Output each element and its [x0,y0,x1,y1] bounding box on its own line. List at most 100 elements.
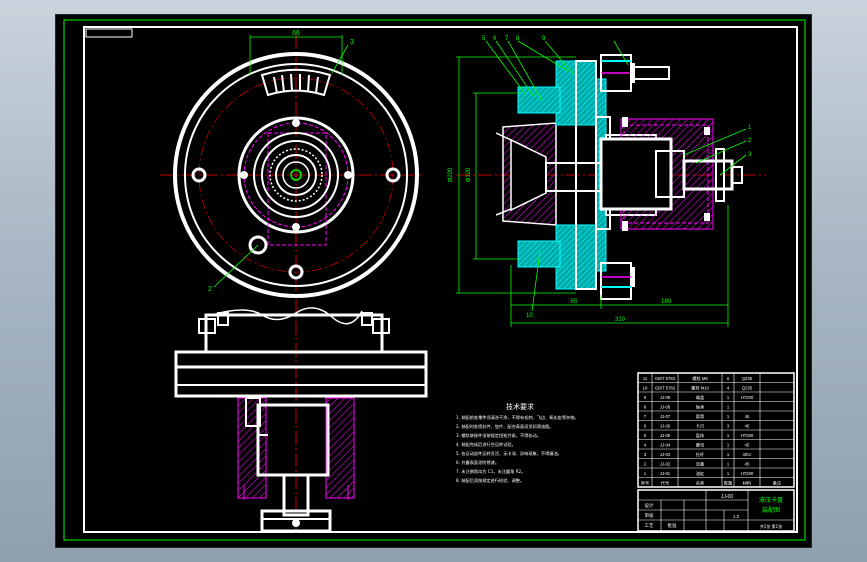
technical-notes: 技术要求 1. 装配前各零件须清洗干净，不得有毛刺、飞边、氧化皮等杂物。 2. … [456,402,579,484]
callout-side-5: 5 [482,36,486,42]
bom-cell: Q235 [742,385,753,390]
bom-cell: 1 [727,471,730,476]
bom-cell: 4 [727,385,730,390]
bom-cell: 3 [644,452,647,457]
callout-side-10: 10 [526,313,533,319]
note-line: 6. 外露表面涂防锈漆。 [456,459,499,466]
bom-cell: 1 [644,471,647,476]
title-drawing-no: JJ-00 [721,494,733,500]
note-line: 5. 各运动部件运转灵活，无卡滞、异响现象，不得漏油。 [456,450,562,457]
bom-cell: 10 [643,385,648,390]
title-block: 液压卡盘 装配图 JJ-00 1:2 共1张 第1张 设计 审核 工艺 批准 [637,489,795,532]
bom-cell: 活塞 [696,460,705,467]
bom-cell: JJ-04 [660,442,671,447]
outer-frame [63,19,806,541]
outer-rim-inner [184,63,408,287]
note-line: 2. 装配时各密封件、垫片、配合表面须涂润滑油脂。 [456,423,553,430]
title-scale: 1:2 [733,514,740,519]
jaw-slots [240,119,352,231]
bolt-circle [198,77,394,273]
flange-plate [174,350,428,398]
bom-cell: 45 [745,414,750,419]
note-line: 7. 未注倒角均为 C1，未注圆角 R2。 [456,468,525,475]
bom-cell: JJ-06 [660,423,671,428]
bom-cell: 6 [644,423,647,428]
bom-cell: HT200 [741,433,754,438]
title-label-approve: 批准 [668,522,677,529]
bom-cell: JJ-09 [660,395,671,400]
bom-cell: 11 [643,376,648,381]
callout-2-left: 2 [208,286,212,293]
dim-bottom-310: 310 [615,317,626,323]
bom-cell: 1 [727,433,730,438]
bom-cell: 9 [644,395,647,400]
callout-side-1: 1 [748,125,752,131]
bom-cell: 40Cr [742,452,752,457]
front-view [174,307,428,533]
bom-cell: 螺栓 M8 [692,375,708,382]
dim-phi-inner: Φ120 [466,167,472,182]
bom-cell: 1 [727,442,730,447]
note-line: 4. 装配完成后进行空运转试验。 [456,441,516,448]
bom-cell: JJ-01 [660,471,671,476]
bom-header-cell: 名称 [696,479,704,486]
dim-top-width: 66 [292,30,300,37]
bom-cell: 45 [745,442,750,447]
mounting-holes [191,167,401,280]
bom-cell: 1 [727,461,730,466]
cad-viewport[interactable]: 66 3 2 [55,14,812,548]
dim-bottom-180: 180 [661,299,672,305]
bom-cell: 45 [745,461,750,466]
title-label-process: 工艺 [645,523,654,529]
title-sub: 装配图 [762,506,780,514]
bom-cell: 5 [644,433,647,438]
bom-cell: 45 [745,423,750,428]
bom-header-cell: 材料 [743,479,752,486]
bom-cell: 螺栓 M10 [691,384,709,391]
bom-header-cell: 备注 [773,479,782,486]
bom-cell: 7 [644,414,647,419]
bom-cell: Q235 [742,376,753,381]
title-label-design: 设计 [645,502,654,509]
bom-cell: 拉杆 [696,451,705,458]
bom-cell: 1 [727,395,730,400]
bom-cell: HT200 [741,395,754,400]
bom-cell: 1 [727,414,730,419]
callout-side-2: 2 [748,138,752,144]
top-view: 66 3 2 [160,30,424,535]
bom-header-cell: 数量 [724,479,732,486]
callout-side-9: 9 [542,36,546,42]
bom-header-cell: 序号 [641,479,649,486]
callout-side-6: 6 [493,36,497,42]
callout-3-top: 3 [350,39,354,46]
bom-cell: 套筒 [696,413,704,420]
cad-drawing: 66 3 2 [63,19,806,541]
bom-cell: JJ-03 [660,452,671,457]
bom-cell: HT200 [741,471,754,476]
bom-cell: 1 [727,452,730,457]
title-main: 液压卡盘 [759,496,783,504]
callout-side-3: 3 [748,152,752,158]
callout-side-8: 8 [516,36,520,42]
wavy-break-line [211,307,363,325]
side-view: Φ220 Φ120 65 180 310 5 6 7 8 9 1 2 3 [448,36,766,327]
bom-cell: 3 [727,423,730,428]
bom-cell: GB/T 5782 [655,385,676,390]
bom-cell: 2 [644,461,647,466]
title-sheet: 共1张 第1张 [760,523,782,529]
title-label-review: 审核 [645,512,654,519]
bom-cell: 盘体 [696,432,705,439]
bom-cell: 1 [727,404,730,409]
bom-cell: JJ-07 [660,414,671,419]
bom-cell: 轴承 [696,403,705,410]
note-line: 8. 装配后须按规定进行检验、调整。 [456,477,524,484]
outer-rim-outer [173,52,419,298]
bom-cell: JJ-05 [660,433,671,438]
body-circle [237,116,355,234]
dim-bottom-65: 65 [571,299,578,305]
bom-cell: 螺母 [696,441,704,448]
notes-title: 技术要求 [506,402,534,411]
bom-cell: 油缸 [696,470,705,477]
note-line: 3. 螺纹联接件须按规定扭矩拧紧，不得松动。 [456,432,541,439]
